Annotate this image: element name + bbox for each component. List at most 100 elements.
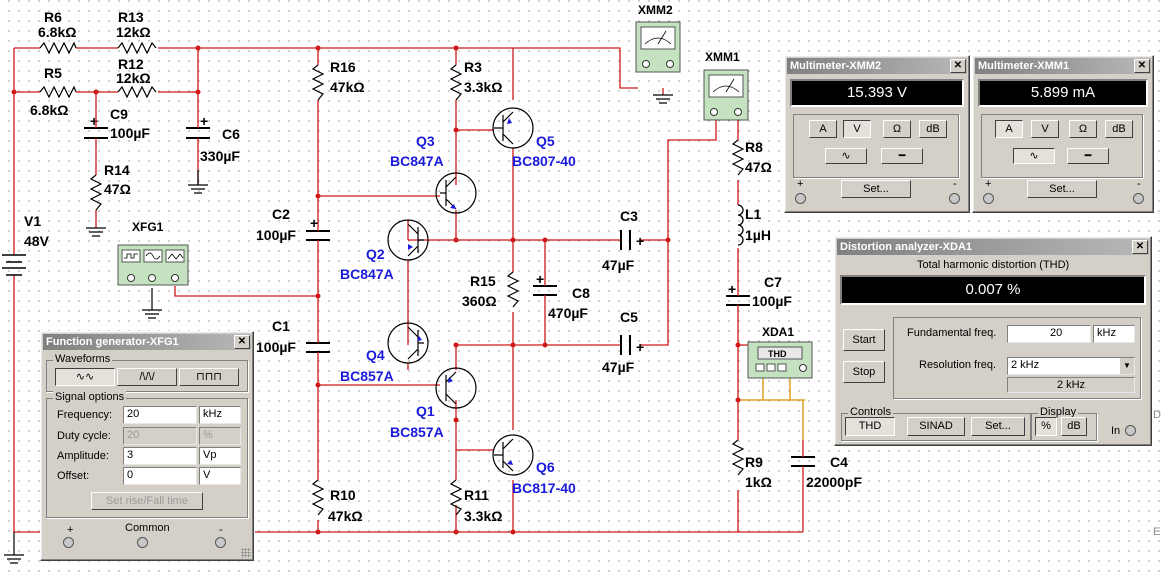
frequency-unit[interactable]: kHz [199, 406, 241, 424]
xmm1-set-button[interactable]: Set... [1027, 180, 1097, 198]
xmm1-dc-button[interactable]: ━ [1067, 148, 1109, 164]
label-r5-name: R5 [44, 65, 62, 81]
xmm1-plus-terminal[interactable] [983, 193, 994, 204]
xmm2-minus-terminal[interactable] [949, 193, 960, 204]
sine-wave-button[interactable]: ∿∿ [55, 368, 115, 386]
stop-button[interactable]: Stop [843, 361, 885, 383]
resolution-freq-select[interactable]: 2 kHz ▼ [1007, 357, 1135, 375]
svg-text:+: + [636, 233, 644, 249]
start-button[interactable]: Start [843, 329, 885, 351]
label-c6-value: 330µF [200, 148, 240, 164]
xmm1-minus-terminal[interactable] [1133, 193, 1144, 204]
label-q6-value: BC817-40 [512, 480, 576, 496]
fg-minus-label: - [219, 524, 223, 536]
duty-cycle-field[interactable]: 20 [123, 427, 197, 445]
offset-field[interactable]: 0 [123, 467, 197, 485]
amplitude-field[interactable]: 3 [123, 447, 197, 465]
xmm1-mode-a-button[interactable]: A [995, 120, 1023, 138]
xmm2-symbol[interactable] [635, 21, 681, 73]
dropdown-arrow-icon[interactable]: ▼ [1120, 358, 1134, 374]
close-icon[interactable]: ✕ [1134, 59, 1150, 73]
thd-mode-button[interactable]: THD [845, 417, 895, 436]
amplitude-label: Amplitude: [57, 450, 109, 462]
xmm2-mode-ohm-button[interactable]: Ω [883, 120, 911, 138]
xmm1-mode-v-button[interactable]: V [1031, 120, 1059, 138]
sinad-mode-button[interactable]: SINAD [907, 417, 965, 436]
label-q4-name: Q4 [366, 347, 385, 363]
xda1-symbol[interactable] [747, 341, 813, 379]
fg-plus-terminal[interactable] [63, 537, 74, 548]
in-terminal[interactable] [1125, 425, 1136, 436]
db-button[interactable]: dB [1061, 417, 1087, 436]
xfg1-symbol[interactable] [117, 244, 189, 286]
label-q2-value: BC847A [340, 266, 394, 282]
square-wave-button[interactable]: ⊓⊓⊓ [179, 368, 239, 386]
xmm1-mode-db-button[interactable]: dB [1105, 120, 1133, 138]
multimeter-xmm1-window[interactable]: Multimeter-XMM1 ✕ 5.899 mA A V Ω dB ∿ ━ … [972, 55, 1154, 213]
label-v1-name: V1 [24, 213, 41, 229]
xmm1-plus-label: + [985, 178, 992, 190]
svg-text:+: + [310, 215, 318, 231]
xmm2-plus-label: + [797, 178, 804, 190]
xmm2-plus-terminal[interactable] [795, 193, 806, 204]
fundamental-freq-unit[interactable]: kHz [1093, 325, 1135, 343]
multimeter-xmm2-titlebar[interactable]: Multimeter-XMM2 ✕ [787, 58, 967, 74]
resolution-freq-label: Resolution freq. [919, 359, 997, 371]
triangle-wave-button[interactable]: /\/\/ [117, 368, 177, 386]
xmm2-ac-button[interactable]: ∿ [825, 148, 867, 164]
close-icon[interactable]: ✕ [234, 335, 250, 349]
fg-minus-terminal[interactable] [215, 537, 226, 548]
fg-common-terminal[interactable] [137, 537, 148, 548]
label-c5-name: C5 [620, 309, 638, 325]
offset-unit[interactable]: V [199, 467, 241, 485]
duty-cycle-unit[interactable]: % [199, 427, 241, 445]
xmm1-ac-button[interactable]: ∿ [1013, 148, 1055, 164]
percent-button[interactable]: % [1035, 417, 1057, 436]
label-c9-name: C9 [110, 106, 128, 122]
resize-grip-icon[interactable] [241, 548, 251, 558]
xmm1-symbol[interactable] [703, 69, 749, 121]
resolution-freq-value: 2 kHz [1011, 359, 1040, 371]
label-r16-value: 47kΩ [330, 79, 365, 95]
label-c5-value: 47µF [602, 359, 635, 375]
capacitors [84, 127, 815, 467]
label-r10-name: R10 [330, 487, 356, 503]
xmm2-dc-button[interactable]: ━ [881, 148, 923, 164]
close-icon[interactable]: ✕ [1132, 240, 1148, 254]
function-generator-window[interactable]: Function generator-XFG1 ✕ Waveforms ∿∿ /… [40, 331, 254, 561]
function-generator-titlebar[interactable]: Function generator-XFG1 ✕ [43, 334, 251, 350]
multimeter-xmm2-display: 15.393 V [790, 79, 964, 107]
multimeter-xmm1-titlebar[interactable]: Multimeter-XMM1 ✕ [975, 58, 1151, 74]
label-q1-name: Q1 [416, 403, 435, 419]
xmm2-mode-db-button[interactable]: dB [919, 120, 947, 138]
label-c7-value: 100µF [752, 293, 792, 309]
edge-mark-d: D [1153, 409, 1161, 421]
fundamental-freq-field[interactable]: 20 [1007, 325, 1091, 343]
frequency-field[interactable]: 20 [123, 406, 197, 424]
multimeter-xmm2-title: Multimeter-XMM2 [790, 60, 882, 72]
resistors [39, 41, 745, 516]
distortion-analyzer-window[interactable]: Distortion analyzer-XDA1 ✕ Total harmoni… [834, 236, 1152, 446]
set-rise-fall-button[interactable]: Set rise/Fall time [91, 492, 203, 510]
close-icon[interactable]: ✕ [950, 59, 966, 73]
battery-V1 [2, 254, 26, 276]
amplitude-unit[interactable]: Vp [199, 447, 241, 465]
xmm2-mode-v-button[interactable]: V [843, 120, 871, 138]
label-c4-value: 22000pF [806, 474, 862, 490]
distortion-analyzer-titlebar[interactable]: Distortion analyzer-XDA1 ✕ [837, 239, 1149, 255]
xmm1-mode-ohm-button[interactable]: Ω [1069, 120, 1097, 138]
edge-mark-e: E [1153, 526, 1160, 538]
multimeter-xmm2-window[interactable]: Multimeter-XMM2 ✕ 15.393 V A V Ω dB ∿ ━ … [784, 55, 970, 213]
display-caption: Display [1038, 406, 1079, 418]
thd-display: 0.007 % [840, 275, 1146, 305]
duty-cycle-label: Duty cycle: [57, 430, 111, 442]
analyzer-set-button[interactable]: Set... [971, 417, 1025, 436]
label-r8-value: 47Ω [745, 159, 772, 175]
xmm2-set-button[interactable]: Set... [841, 180, 911, 198]
xmm2-mode-a-button[interactable]: A [809, 120, 837, 138]
label-r11-value: 3.3kΩ [464, 508, 502, 524]
label-r6-name: R6 [44, 9, 62, 25]
label-l1-value: 1µH [745, 227, 771, 243]
ac-wave-icon: ∿ [1029, 150, 1039, 162]
